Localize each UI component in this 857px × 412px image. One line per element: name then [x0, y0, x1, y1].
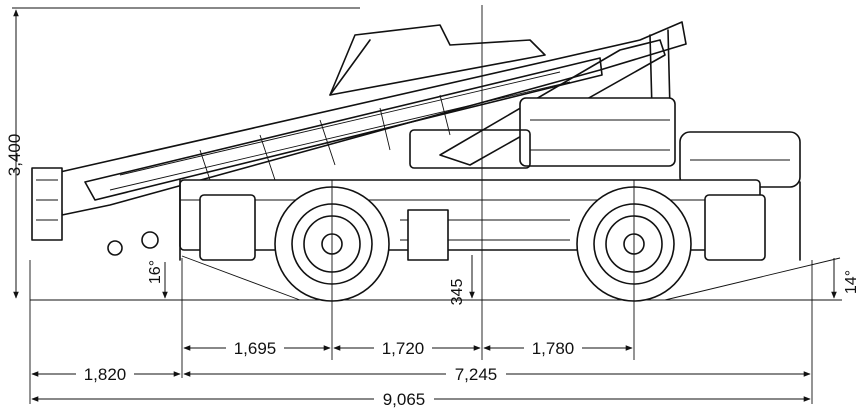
overall-height-label: 3,400 [5, 134, 24, 177]
departure-angle-label: 16° [147, 260, 164, 284]
dimension-lines [13, 9, 837, 402]
crane-body [30, 21, 842, 302]
boom [31, 21, 687, 256]
overall-length-label: 9,065 [383, 390, 426, 409]
departure-angle-line [181, 255, 301, 301]
front-to-axle-label: 1,695 [234, 339, 277, 358]
axle-to-center-label: 1,720 [382, 339, 425, 358]
ground-clearance-label: 345 [449, 279, 466, 306]
wheelbase-total-label: 7,245 [455, 365, 498, 384]
rear-overhang-label: 1,820 [84, 365, 127, 384]
approach-angle-line [664, 257, 841, 301]
center-to-axle-label: 1,780 [532, 339, 575, 358]
approach-angle-label: 14° [843, 270, 857, 294]
superstructure [409, 97, 801, 188]
reference-lines [12, 5, 841, 404]
dimension-labels: 3,400 16° 345 14° 1,695 1,720 1,780 1,82… [5, 134, 857, 409]
chassis [179, 179, 801, 261]
